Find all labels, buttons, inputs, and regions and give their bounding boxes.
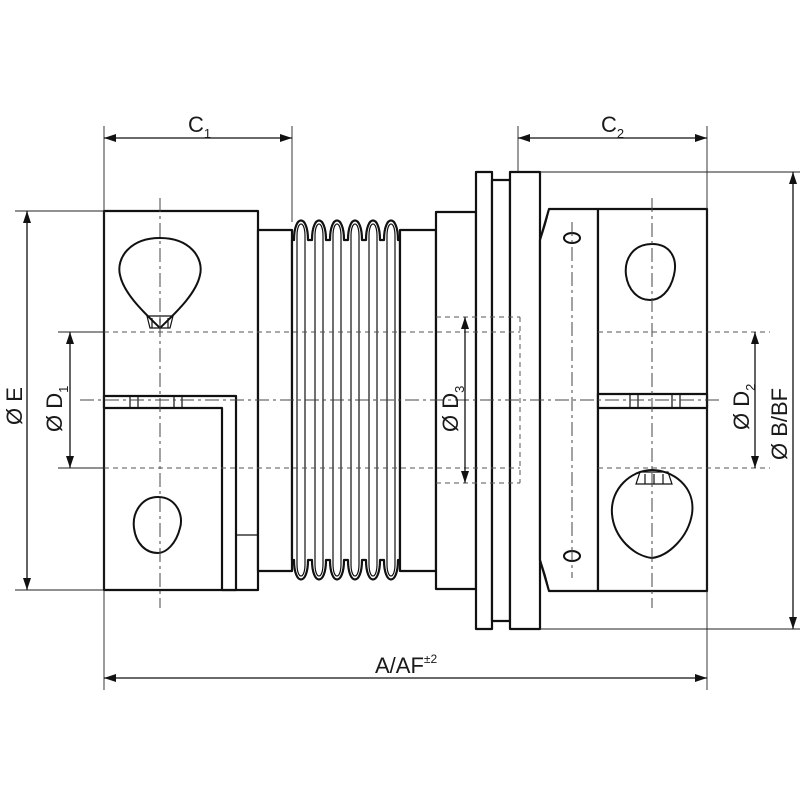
label-e: Ø E bbox=[2, 387, 27, 425]
hidden-bore-lines bbox=[104, 316, 770, 484]
bellows-fold-cap bbox=[350, 223, 360, 577]
right-top-hole bbox=[624, 242, 676, 302]
svg-text:C1: C1 bbox=[188, 112, 211, 141]
svg-text:C2: C2 bbox=[601, 112, 624, 141]
svg-text:Ø D3: Ø D3 bbox=[438, 386, 467, 432]
bellows-fold-cap bbox=[368, 223, 378, 577]
bellows-fold-cap bbox=[314, 223, 324, 577]
label-a-af: A/AF±2 bbox=[375, 652, 437, 678]
label-c1: C1 bbox=[188, 112, 211, 141]
extension-lines bbox=[15, 126, 800, 690]
bellows-fold-cap bbox=[332, 223, 342, 577]
svg-text:Ø B/BF: Ø B/BF bbox=[767, 388, 792, 460]
metal-bellows bbox=[290, 219, 402, 581]
label-d2: Ø D2 bbox=[729, 384, 758, 430]
dimension-lines bbox=[23, 134, 797, 682]
bellows-fold-cap bbox=[386, 223, 396, 577]
label-b-bf: Ø B/BF bbox=[767, 388, 792, 460]
label-c2: C2 bbox=[601, 112, 624, 141]
svg-text:Ø D2: Ø D2 bbox=[729, 384, 758, 430]
label-d1: Ø D1 bbox=[42, 386, 71, 432]
bottom-clamp-hole bbox=[132, 495, 182, 555]
svg-text:Ø D1: Ø D1 bbox=[42, 386, 71, 432]
label-d3: Ø D3 bbox=[438, 386, 467, 432]
svg-text:A/AF±2: A/AF±2 bbox=[375, 652, 437, 678]
center-lines bbox=[80, 198, 720, 608]
svg-text:Ø E: Ø E bbox=[2, 387, 27, 425]
bellows-fold-cap bbox=[296, 223, 306, 577]
